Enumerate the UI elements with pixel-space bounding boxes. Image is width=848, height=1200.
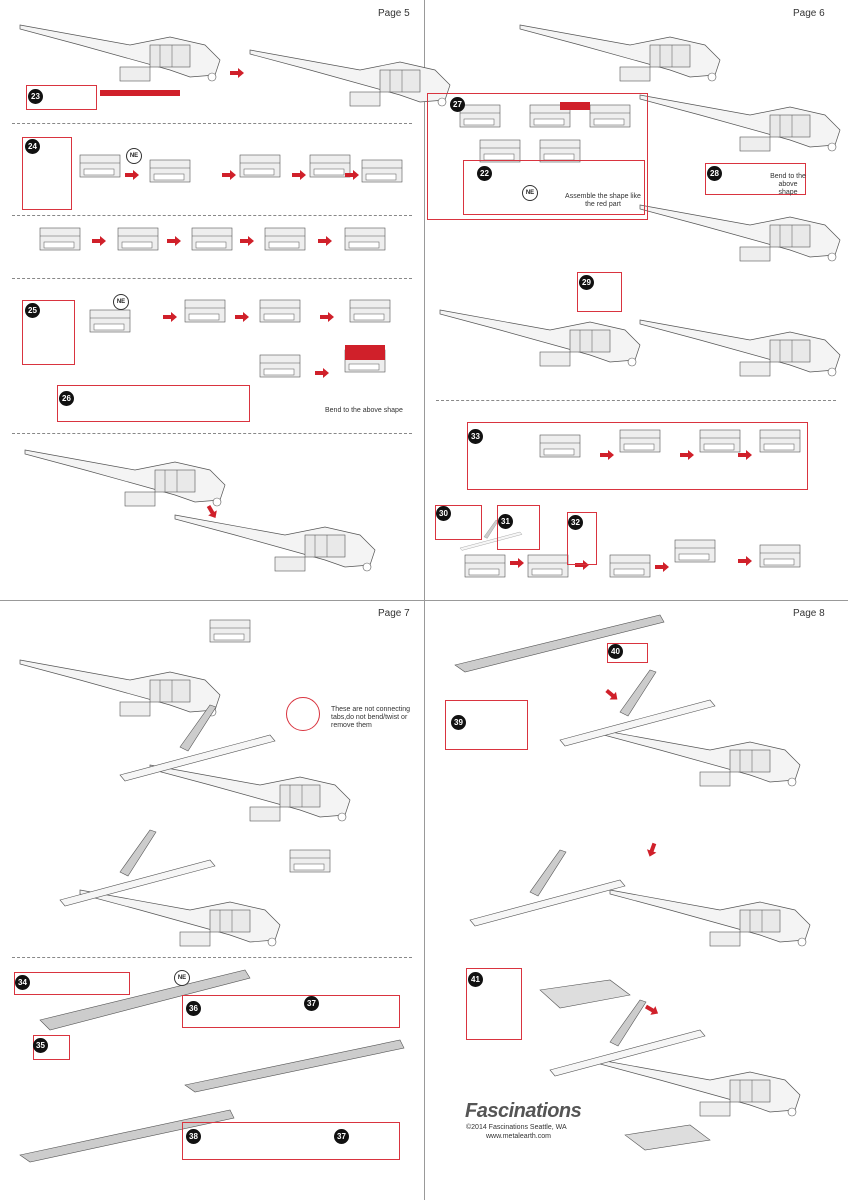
callout-box-26 (57, 385, 250, 422)
callout-box-32 (567, 512, 597, 565)
callout-box-27 (427, 93, 648, 220)
callout-box-30 (435, 505, 482, 540)
section-divider (12, 278, 412, 279)
step-number-34: 34 (15, 975, 30, 990)
step-number-25: 25 (25, 303, 40, 318)
ne-marker: NE (113, 294, 129, 310)
step-number-26: 26 (59, 391, 74, 406)
callout-box-25 (22, 300, 75, 365)
step-number-37b: 37 (334, 1129, 349, 1144)
callout-box-31 (497, 505, 540, 550)
page-label-8: Page 8 (793, 608, 825, 619)
section-divider (12, 123, 412, 124)
callout-box-29 (577, 272, 622, 312)
tabs-note: These are not connecting tabs,do not ben… (331, 706, 410, 729)
step-number-23: 23 (28, 89, 43, 104)
ne-marker: NE (174, 970, 190, 986)
step-number-27: 27 (450, 97, 465, 112)
horizontal-page-divider (0, 600, 848, 601)
step-number-40: 40 (608, 644, 623, 659)
page-label-6: Page 6 (793, 8, 825, 19)
step-number-22: 22 (477, 166, 492, 181)
section-divider (12, 433, 412, 434)
callout-box-22 (463, 160, 645, 215)
callout-box-34 (14, 972, 130, 995)
step-number-32: 32 (568, 515, 583, 530)
callout-box-40 (607, 643, 648, 663)
ne-marker: NE (522, 185, 538, 201)
callout-box-23 (26, 85, 97, 110)
step-number-35: 35 (33, 1038, 48, 1053)
step-number-30: 30 (436, 506, 451, 521)
step-number-38: 38 (186, 1129, 201, 1144)
page-label-5: Page 5 (378, 8, 410, 19)
callout-box-39 (445, 700, 528, 750)
page-label-7: Page 7 (378, 608, 410, 619)
callout-box-38 (182, 1122, 400, 1160)
step-number-31: 31 (498, 514, 513, 529)
step-number-41: 41 (468, 972, 483, 987)
step-number-37: 37 (304, 996, 319, 1011)
ne-marker: NE (126, 148, 142, 164)
bend-note: Bend to the above shape (325, 407, 403, 414)
fascinations-logo: Fascinations (465, 1100, 582, 1122)
callout-box-28 (705, 163, 806, 195)
step-number-28: 28 (707, 166, 722, 181)
callout-box-33 (467, 422, 808, 490)
step-number-29: 29 (579, 275, 594, 290)
callout-box-24 (22, 137, 72, 210)
copyright: ©2014 Fascinations Seattle, WA (466, 1124, 567, 1131)
step-number-39: 39 (451, 715, 466, 730)
section-divider (12, 957, 412, 958)
callout-box-41 (466, 968, 522, 1040)
section-divider (12, 215, 412, 216)
callout-box-36 (182, 995, 400, 1028)
bend-note: Bend to the above shape (770, 173, 806, 196)
step-number-24: 24 (25, 139, 40, 154)
step-number-36: 36 (186, 1001, 201, 1016)
section-divider (436, 400, 836, 401)
step-number-33: 33 (468, 429, 483, 444)
assemble-note: Assemble the shape like the red part (565, 193, 641, 208)
callout-circle-tabs (286, 697, 320, 731)
website: www.metalearth.com (486, 1133, 551, 1140)
